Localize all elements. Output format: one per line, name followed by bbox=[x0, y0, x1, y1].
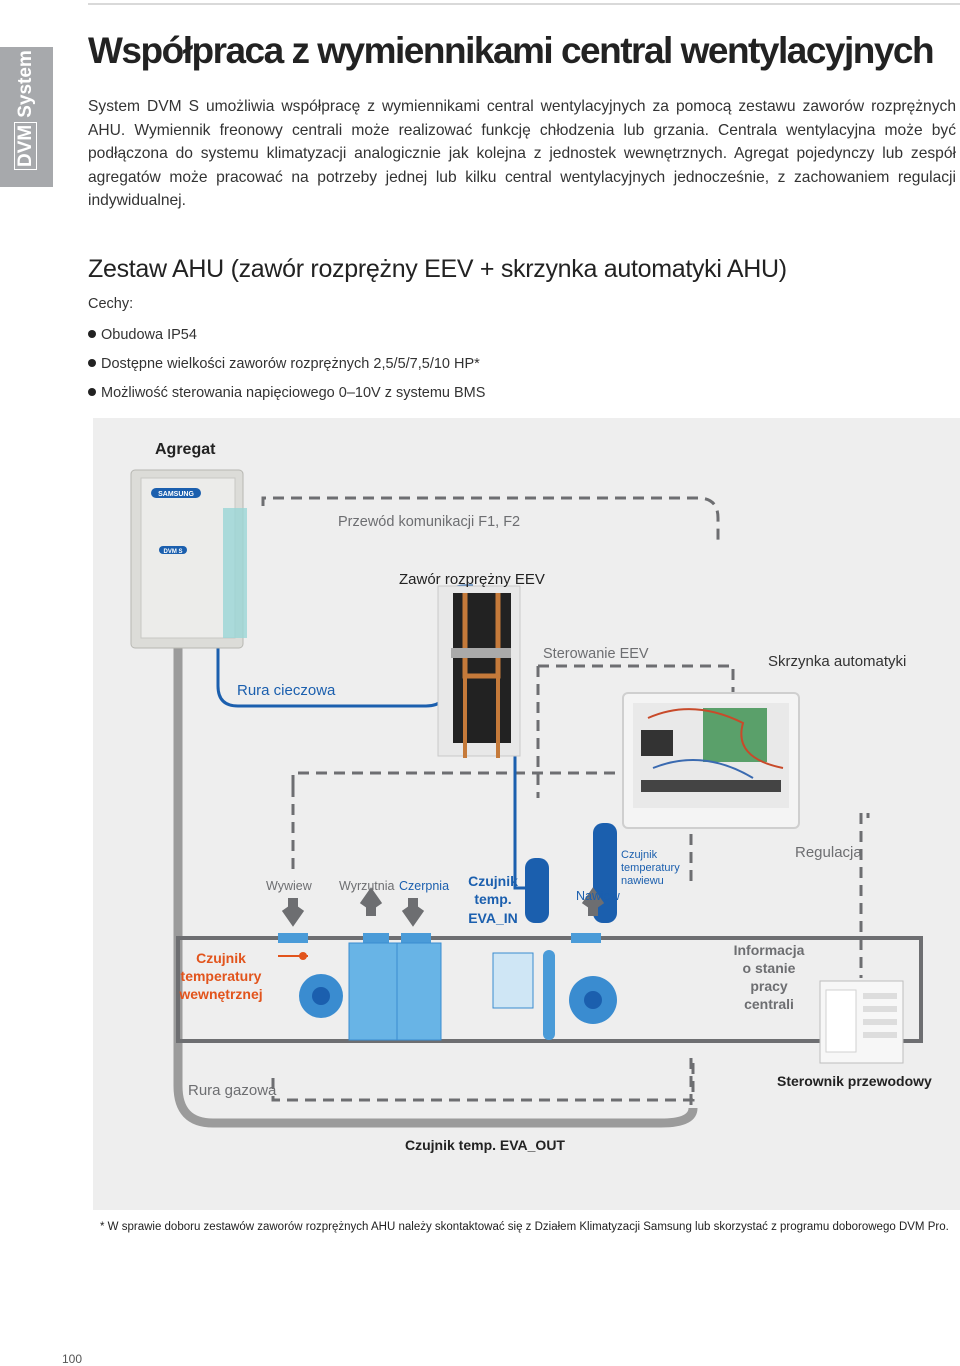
sensor-line-bottom bbox=[271, 1058, 695, 1102]
ahu-components bbox=[299, 942, 617, 1041]
features-label: Cechy: bbox=[88, 296, 134, 312]
wired-controller-image bbox=[819, 980, 904, 1064]
side-tab bbox=[0, 47, 53, 187]
label-status-2: o stanie bbox=[743, 960, 796, 976]
side-tab-system: System bbox=[15, 50, 36, 118]
label-status-1: Informacja bbox=[734, 942, 805, 958]
label-agregat: Agregat bbox=[155, 441, 216, 458]
label-indoor-sensor-1: Czujnik bbox=[196, 950, 246, 966]
ahu-diagram-svg: SAMSUNG DVM S bbox=[130, 441, 932, 1153]
feature-item: Dostępne wielkości zaworów rozprężnych 2… bbox=[88, 351, 485, 380]
label-comm-line: Przewód komunikacji F1, F2 bbox=[338, 514, 520, 530]
features-list: Obudowa IP54 Dostępne wielkości zaworów … bbox=[88, 322, 485, 409]
label-indoor-sensor-3: wewnętrznej bbox=[178, 986, 262, 1002]
indoor-sensor-dot bbox=[299, 952, 307, 960]
label-supply-sensor-1: Czujnik bbox=[621, 849, 658, 861]
side-tab-label: DVM System bbox=[14, 50, 37, 170]
label-exhaust: Wyrzutnia bbox=[339, 879, 395, 893]
label-regulation: Regulacja bbox=[795, 844, 862, 861]
label-indoor-sensor-2: temperatury bbox=[181, 968, 262, 984]
automation-box-image bbox=[622, 692, 800, 829]
label-supply-sensor-3: nawiewu bbox=[621, 875, 664, 887]
eev-control-line-right bbox=[538, 664, 735, 693]
feature-item: Możliwość sterowania napięciowego 0–10V … bbox=[88, 380, 485, 409]
label-fresh-air: Czerpnia bbox=[399, 879, 449, 893]
label-intake: Wywiew bbox=[266, 879, 313, 893]
label-automation-box: Skrzynka automatyki bbox=[768, 653, 906, 670]
gas-pipe bbox=[173, 648, 698, 1128]
page-title: Współpraca z wymiennikami central wentyl… bbox=[88, 30, 935, 71]
duct-connectors bbox=[278, 933, 601, 943]
label-eva-out: Czujnik temp. EVA_OUT bbox=[405, 1137, 565, 1153]
dvm-badge: DVM bbox=[14, 121, 37, 170]
label-eva-in-2: temp. bbox=[474, 891, 511, 907]
label-status-4: centrali bbox=[744, 996, 794, 1012]
ahu-diagram: SAMSUNG DVM S bbox=[93, 418, 960, 1210]
top-rule bbox=[88, 3, 960, 5]
page-number: 100 bbox=[62, 1352, 83, 1366]
label-wired-controller: Sterownik przewodowy bbox=[777, 1073, 932, 1089]
label-liquid-pipe: Rura cieczowa bbox=[237, 682, 336, 699]
eev-valve-image bbox=[437, 585, 521, 758]
label-eev-control: Sterowanie EEV bbox=[543, 646, 649, 662]
section-title: Zestaw AHU (zawór rozprężny EEV + skrzyn… bbox=[88, 255, 787, 283]
label-eev-valve: Zawór rozprężny EEV bbox=[399, 571, 545, 588]
feature-item: Obudowa IP54 bbox=[88, 322, 485, 351]
intro-paragraph: System DVM S umożliwia współpracę z wymi… bbox=[88, 98, 956, 210]
label-eva-in-3: EVA_IN bbox=[468, 910, 518, 926]
ahu-housing bbox=[176, 936, 923, 1043]
comm-line-top bbox=[261, 496, 720, 546]
label-status-3: pracy bbox=[750, 978, 788, 994]
label-supply: Nawiew bbox=[576, 889, 621, 903]
dvm-logo: DVM S bbox=[163, 549, 182, 555]
eva-in-sensor-probe bbox=[525, 858, 549, 923]
label-gas-pipe: Rura gazowa bbox=[188, 1082, 277, 1099]
samsung-logo: SAMSUNG bbox=[158, 491, 194, 498]
airflow-arrows bbox=[281, 887, 605, 927]
outdoor-unit: SAMSUNG DVM S bbox=[130, 469, 247, 649]
footnote: * W sprawie doboru zestawów zaworów rozp… bbox=[100, 1221, 949, 1233]
label-eva-in-1: Czujnik bbox=[468, 873, 518, 889]
label-supply-sensor-2: temperatury bbox=[621, 862, 680, 874]
